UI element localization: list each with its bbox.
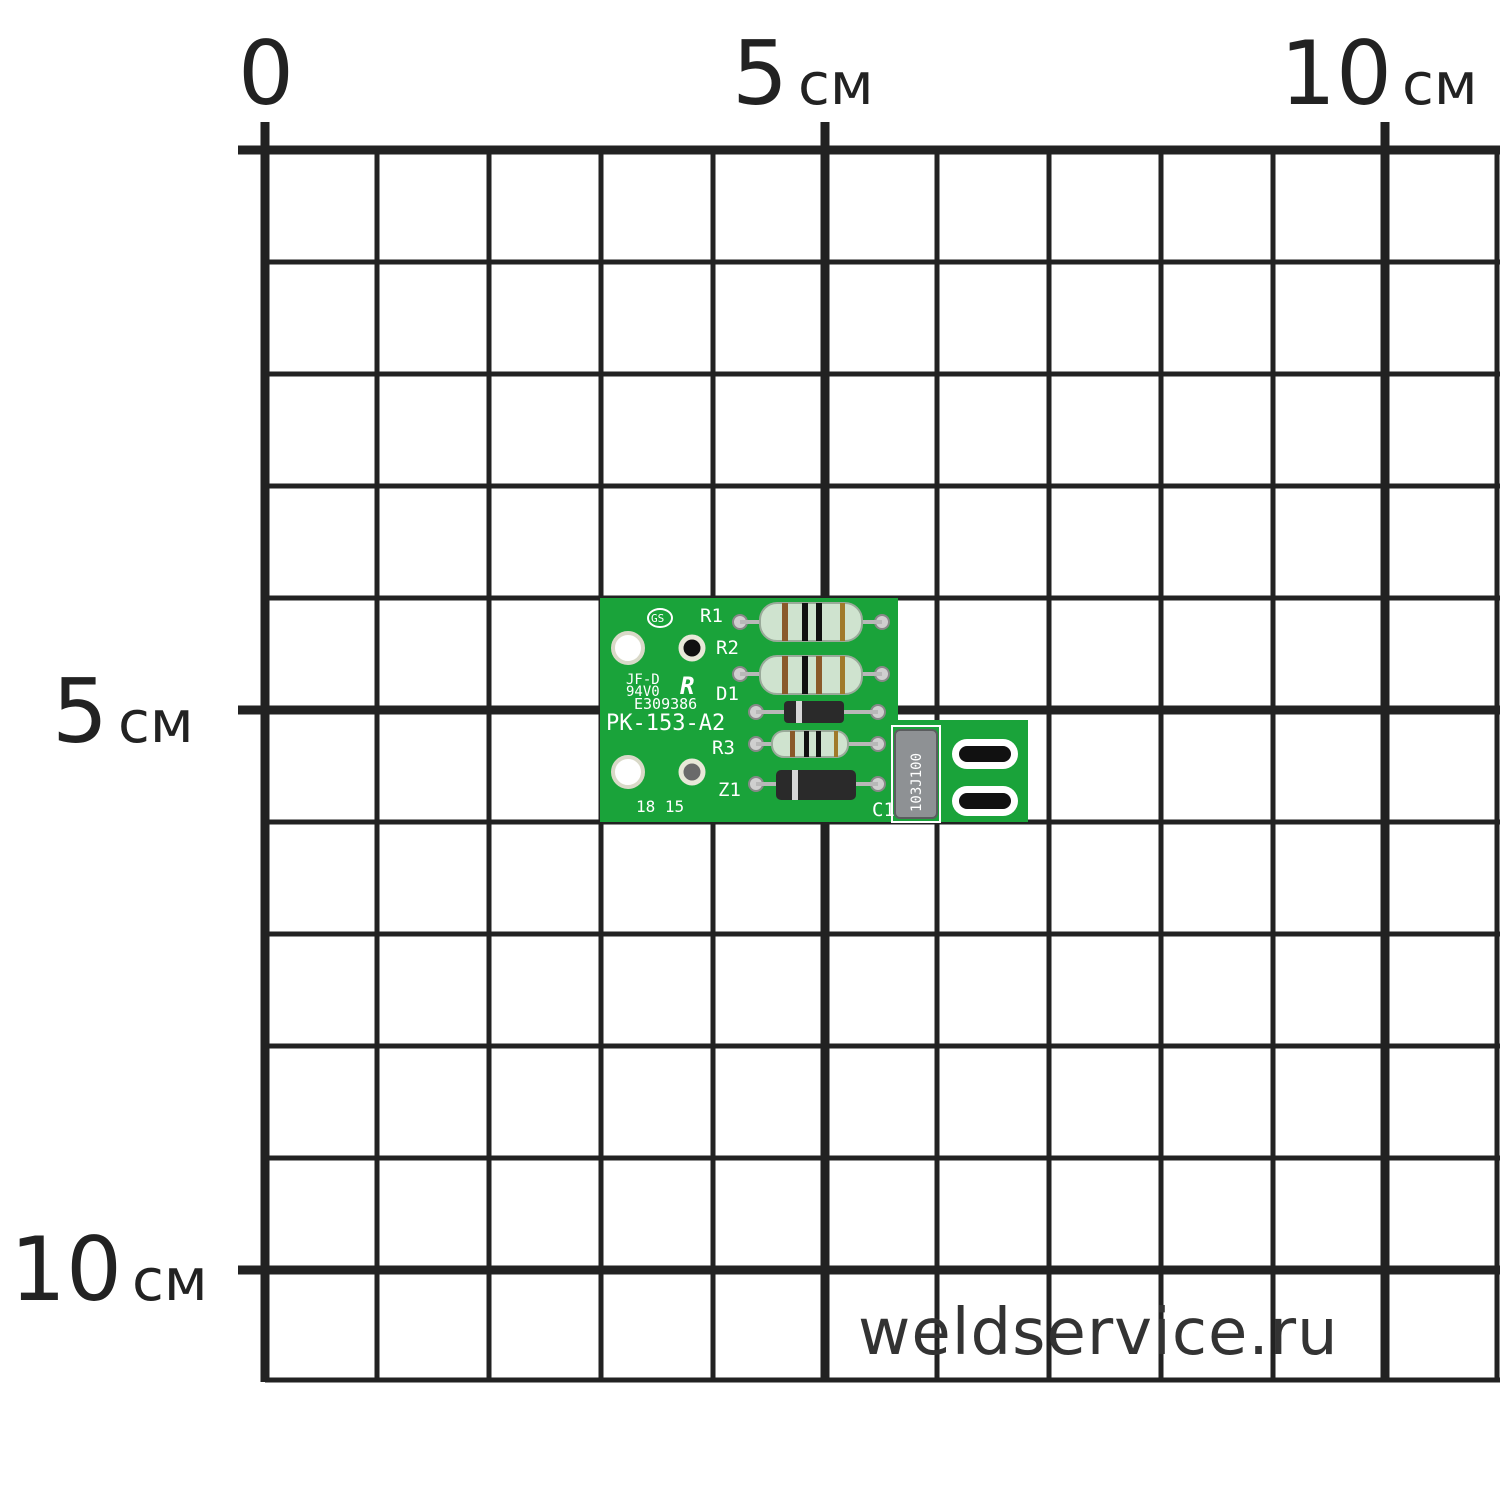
designator-z1: Z1: [718, 779, 741, 801]
capacitor-marking: 103J100: [909, 753, 925, 812]
gs-mark: GS: [647, 608, 673, 628]
certificate-code: E309386: [634, 695, 697, 713]
designator-d1: D1: [716, 683, 739, 705]
y-scale-number: 10: [10, 1218, 122, 1321]
x-scale-number: 10: [1280, 22, 1392, 125]
gs-mark-text: GS: [651, 612, 664, 625]
resistor-r2: [759, 655, 863, 695]
capacitor-c1: 103J100: [891, 725, 941, 823]
designator-c1: C1: [872, 799, 895, 821]
diode-d1: [784, 701, 844, 723]
x-scale-unit: см: [1401, 50, 1478, 118]
x-scale-number: 0: [238, 22, 294, 125]
watermark-text: weldservice.ru: [858, 1296, 1339, 1370]
y-scale-unit: см: [118, 688, 194, 756]
material-code-2: 94V0: [626, 684, 660, 700]
zener-diode-z1: [776, 770, 856, 800]
y-scale-unit: см: [131, 1246, 208, 1314]
designator-r2: R2: [716, 637, 739, 659]
connector-pads: [952, 739, 1018, 816]
designator-r3: R3: [712, 737, 735, 759]
x-scale-unit: см: [798, 50, 874, 118]
y-scale-number: 5: [52, 660, 108, 763]
x-scale-number: 5: [732, 22, 788, 125]
x-scale-label-0: 0: [238, 30, 294, 118]
resistor-r1: [759, 602, 863, 642]
part-number: PK-153-A2: [606, 711, 725, 736]
resistor-r3: [771, 730, 849, 758]
date-code: 18 15: [636, 797, 684, 816]
ul-mark: R: [680, 672, 694, 700]
mounting-holes: [611, 631, 706, 789]
material-code-1: JF-D: [626, 672, 660, 688]
designator-r1: R1: [700, 605, 723, 627]
